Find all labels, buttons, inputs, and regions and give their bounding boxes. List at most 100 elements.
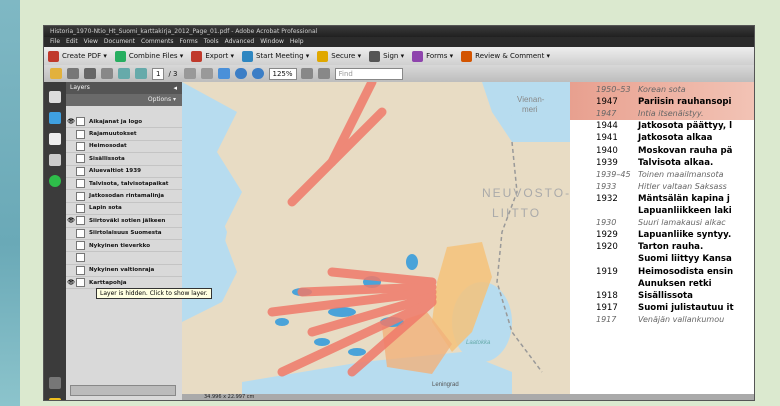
task-icon: [114, 50, 126, 62]
task-button-3[interactable]: Start Meeting ▾: [241, 50, 309, 62]
menu-item-file[interactable]: File: [50, 38, 61, 45]
task-icon: [369, 50, 381, 62]
layer-label: Jatkosodan rintamalinja: [89, 193, 165, 200]
layer-row[interactable]: Rajamuutokset: [66, 128, 182, 141]
task-label: Combine Files ▾: [128, 52, 184, 60]
task-button-2[interactable]: Export ▾: [191, 50, 234, 62]
timeline-year: 1944: [596, 121, 618, 132]
open-icon[interactable]: [50, 68, 62, 79]
zoom-level-select[interactable]: 125%: [268, 67, 297, 80]
task-button-5[interactable]: Sign ▾: [369, 50, 404, 62]
map-label-vienan: Vienan-: [517, 95, 545, 104]
layer-visibility-checkbox[interactable]: [76, 278, 85, 288]
layer-tooltip: Layer is hidden. Click to show layer.: [96, 288, 212, 299]
comments-icon[interactable]: [49, 398, 61, 400]
timeline-entry: 1944 Jatkosota päättyy, l: [570, 120, 732, 132]
layers-icon[interactable]: [49, 133, 61, 145]
layers-options-menu[interactable]: Options ▾: [66, 94, 182, 106]
task-button-7[interactable]: Review & Comment ▾: [461, 50, 550, 62]
layer-visibility-checkbox[interactable]: [76, 265, 85, 275]
timeline-text: Aunuksen retki: [638, 278, 712, 289]
timeline-year: 1947: [596, 97, 618, 108]
close-icon[interactable]: ◂: [173, 84, 177, 92]
layer-visibility-checkbox[interactable]: [76, 129, 85, 139]
page-count: / 3: [168, 69, 178, 78]
email-icon[interactable]: [101, 68, 113, 79]
layer-row[interactable]: [66, 252, 182, 265]
layer-row[interactable]: Lapin sota: [66, 203, 182, 216]
timeline-year: 1941: [596, 133, 618, 144]
menu-item-comments[interactable]: Comments: [141, 38, 174, 45]
layer-row[interactable]: Sisällissota: [66, 153, 182, 166]
signatures-icon[interactable]: [49, 154, 61, 166]
layer-visibility-checkbox[interactable]: [76, 191, 85, 201]
layer-visibility-checkbox[interactable]: [76, 166, 85, 176]
pages-icon[interactable]: [49, 91, 61, 103]
find-input[interactable]: Find: [334, 67, 403, 80]
menu-item-view[interactable]: View: [83, 38, 98, 45]
zoom-in-icon[interactable]: [251, 68, 264, 79]
eye-icon[interactable]: 👁: [67, 217, 75, 225]
eye-icon[interactable]: 👁: [67, 118, 75, 126]
menu-item-forms[interactable]: Forms: [179, 38, 198, 45]
print-icon[interactable]: [67, 68, 79, 79]
layer-visibility-checkbox[interactable]: [76, 154, 85, 164]
timeline-entry: 1941 Jatkosota alkaa: [570, 132, 712, 144]
timeline-year: 1933: [596, 181, 617, 191]
layer-row[interactable]: Jatkosodan rintamalinja: [66, 190, 182, 203]
eye-icon[interactable]: 👁: [67, 279, 75, 287]
timeline-text: Toinen maailmansota: [638, 169, 724, 179]
window-title: Historia_1970-Ntio_Ht_Suomi_karttakirja_…: [44, 26, 754, 37]
menu-item-document[interactable]: Document: [103, 38, 136, 45]
attachment-clip-icon[interactable]: [49, 377, 61, 389]
zoom-out-icon[interactable]: [234, 68, 247, 79]
layer-row[interactable]: Heimosodat: [66, 141, 182, 154]
layer-visibility-checkbox[interactable]: [76, 203, 85, 213]
map-label-leningrad: Leningrad: [432, 382, 459, 388]
layer-row[interactable]: Talvisota, talvisotapaikat: [66, 178, 182, 191]
attachments-icon[interactable]: [49, 175, 61, 187]
document-view[interactable]: NEUVOSTO- LIITTO Vienan- meri Laatokka L…: [182, 82, 754, 400]
task-button-6[interactable]: Forms ▾: [412, 50, 453, 62]
timeline-text: Jatkosota päättyy, l: [638, 121, 733, 132]
layer-row[interactable]: 👁Aikajanat ja logo: [66, 116, 182, 129]
next-page-icon[interactable]: [135, 68, 147, 79]
layer-row[interactable]: Aluevaltiot 1939: [66, 166, 182, 178]
menu-item-advanced[interactable]: Advanced: [224, 38, 255, 45]
prev-page-icon[interactable]: [118, 68, 130, 79]
layer-visibility-checkbox[interactable]: [76, 216, 85, 226]
page-number-input[interactable]: 1: [152, 67, 165, 80]
layer-row[interactable]: 👁Siirtoväki sotien jälkeen: [66, 215, 182, 228]
layer-visibility-checkbox[interactable]: [76, 228, 85, 238]
layer-row[interactable]: Nykyinen valtionraja: [66, 265, 182, 278]
bookmarks-icon[interactable]: [49, 112, 61, 124]
layers-scrollbar[interactable]: [70, 385, 176, 396]
task-button-0[interactable]: Create PDF ▾: [48, 50, 107, 62]
save-icon[interactable]: [84, 68, 96, 79]
timeline-text: Jatkosota alkaa: [638, 133, 713, 144]
layer-visibility-checkbox[interactable]: [76, 179, 85, 189]
layer-row[interactable]: Nykyinen tieverkko: [66, 240, 182, 253]
fit-page-icon[interactable]: [300, 68, 313, 79]
menu-item-edit[interactable]: Edit: [66, 38, 78, 45]
menu-item-window[interactable]: Window: [260, 38, 284, 45]
layer-row[interactable]: Siirtolaisuus Suomesta: [66, 228, 182, 240]
task-button-1[interactable]: Combine Files ▾: [114, 50, 184, 62]
select-tool-icon[interactable]: [183, 68, 196, 79]
fit-width-icon[interactable]: [317, 68, 330, 79]
layer-visibility-checkbox[interactable]: [76, 241, 85, 251]
layer-visibility-checkbox[interactable]: [76, 253, 85, 263]
layer-visibility-checkbox[interactable]: [76, 117, 85, 127]
status-bar: 34.996 x 22.997 cm: [182, 394, 754, 400]
hand-tool-icon[interactable]: [200, 68, 213, 79]
menu-item-help[interactable]: Help: [289, 38, 304, 45]
layer-visibility-checkbox[interactable]: [76, 141, 85, 151]
layer-label: Karttapohja: [89, 279, 127, 286]
task-button-4[interactable]: Secure ▾: [317, 50, 361, 62]
zoom-tool-icon[interactable]: [217, 68, 230, 79]
menu-item-tools[interactable]: Tools: [203, 38, 219, 45]
